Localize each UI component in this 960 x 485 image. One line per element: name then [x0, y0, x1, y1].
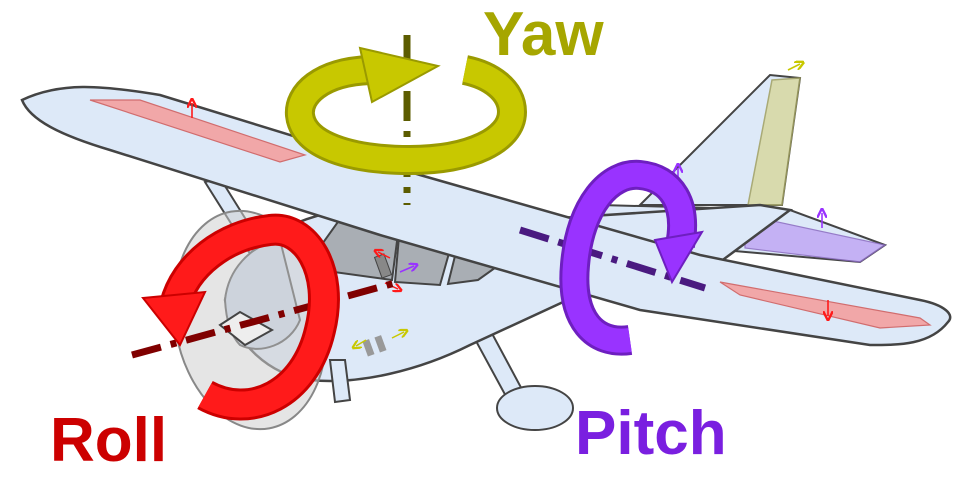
rear-wheel-fairing [497, 386, 573, 430]
rudder-arrow [788, 64, 800, 70]
roll-label: Roll [50, 410, 167, 472]
pitch-label: Pitch [575, 403, 727, 465]
yaw-label: Yaw [483, 4, 604, 66]
